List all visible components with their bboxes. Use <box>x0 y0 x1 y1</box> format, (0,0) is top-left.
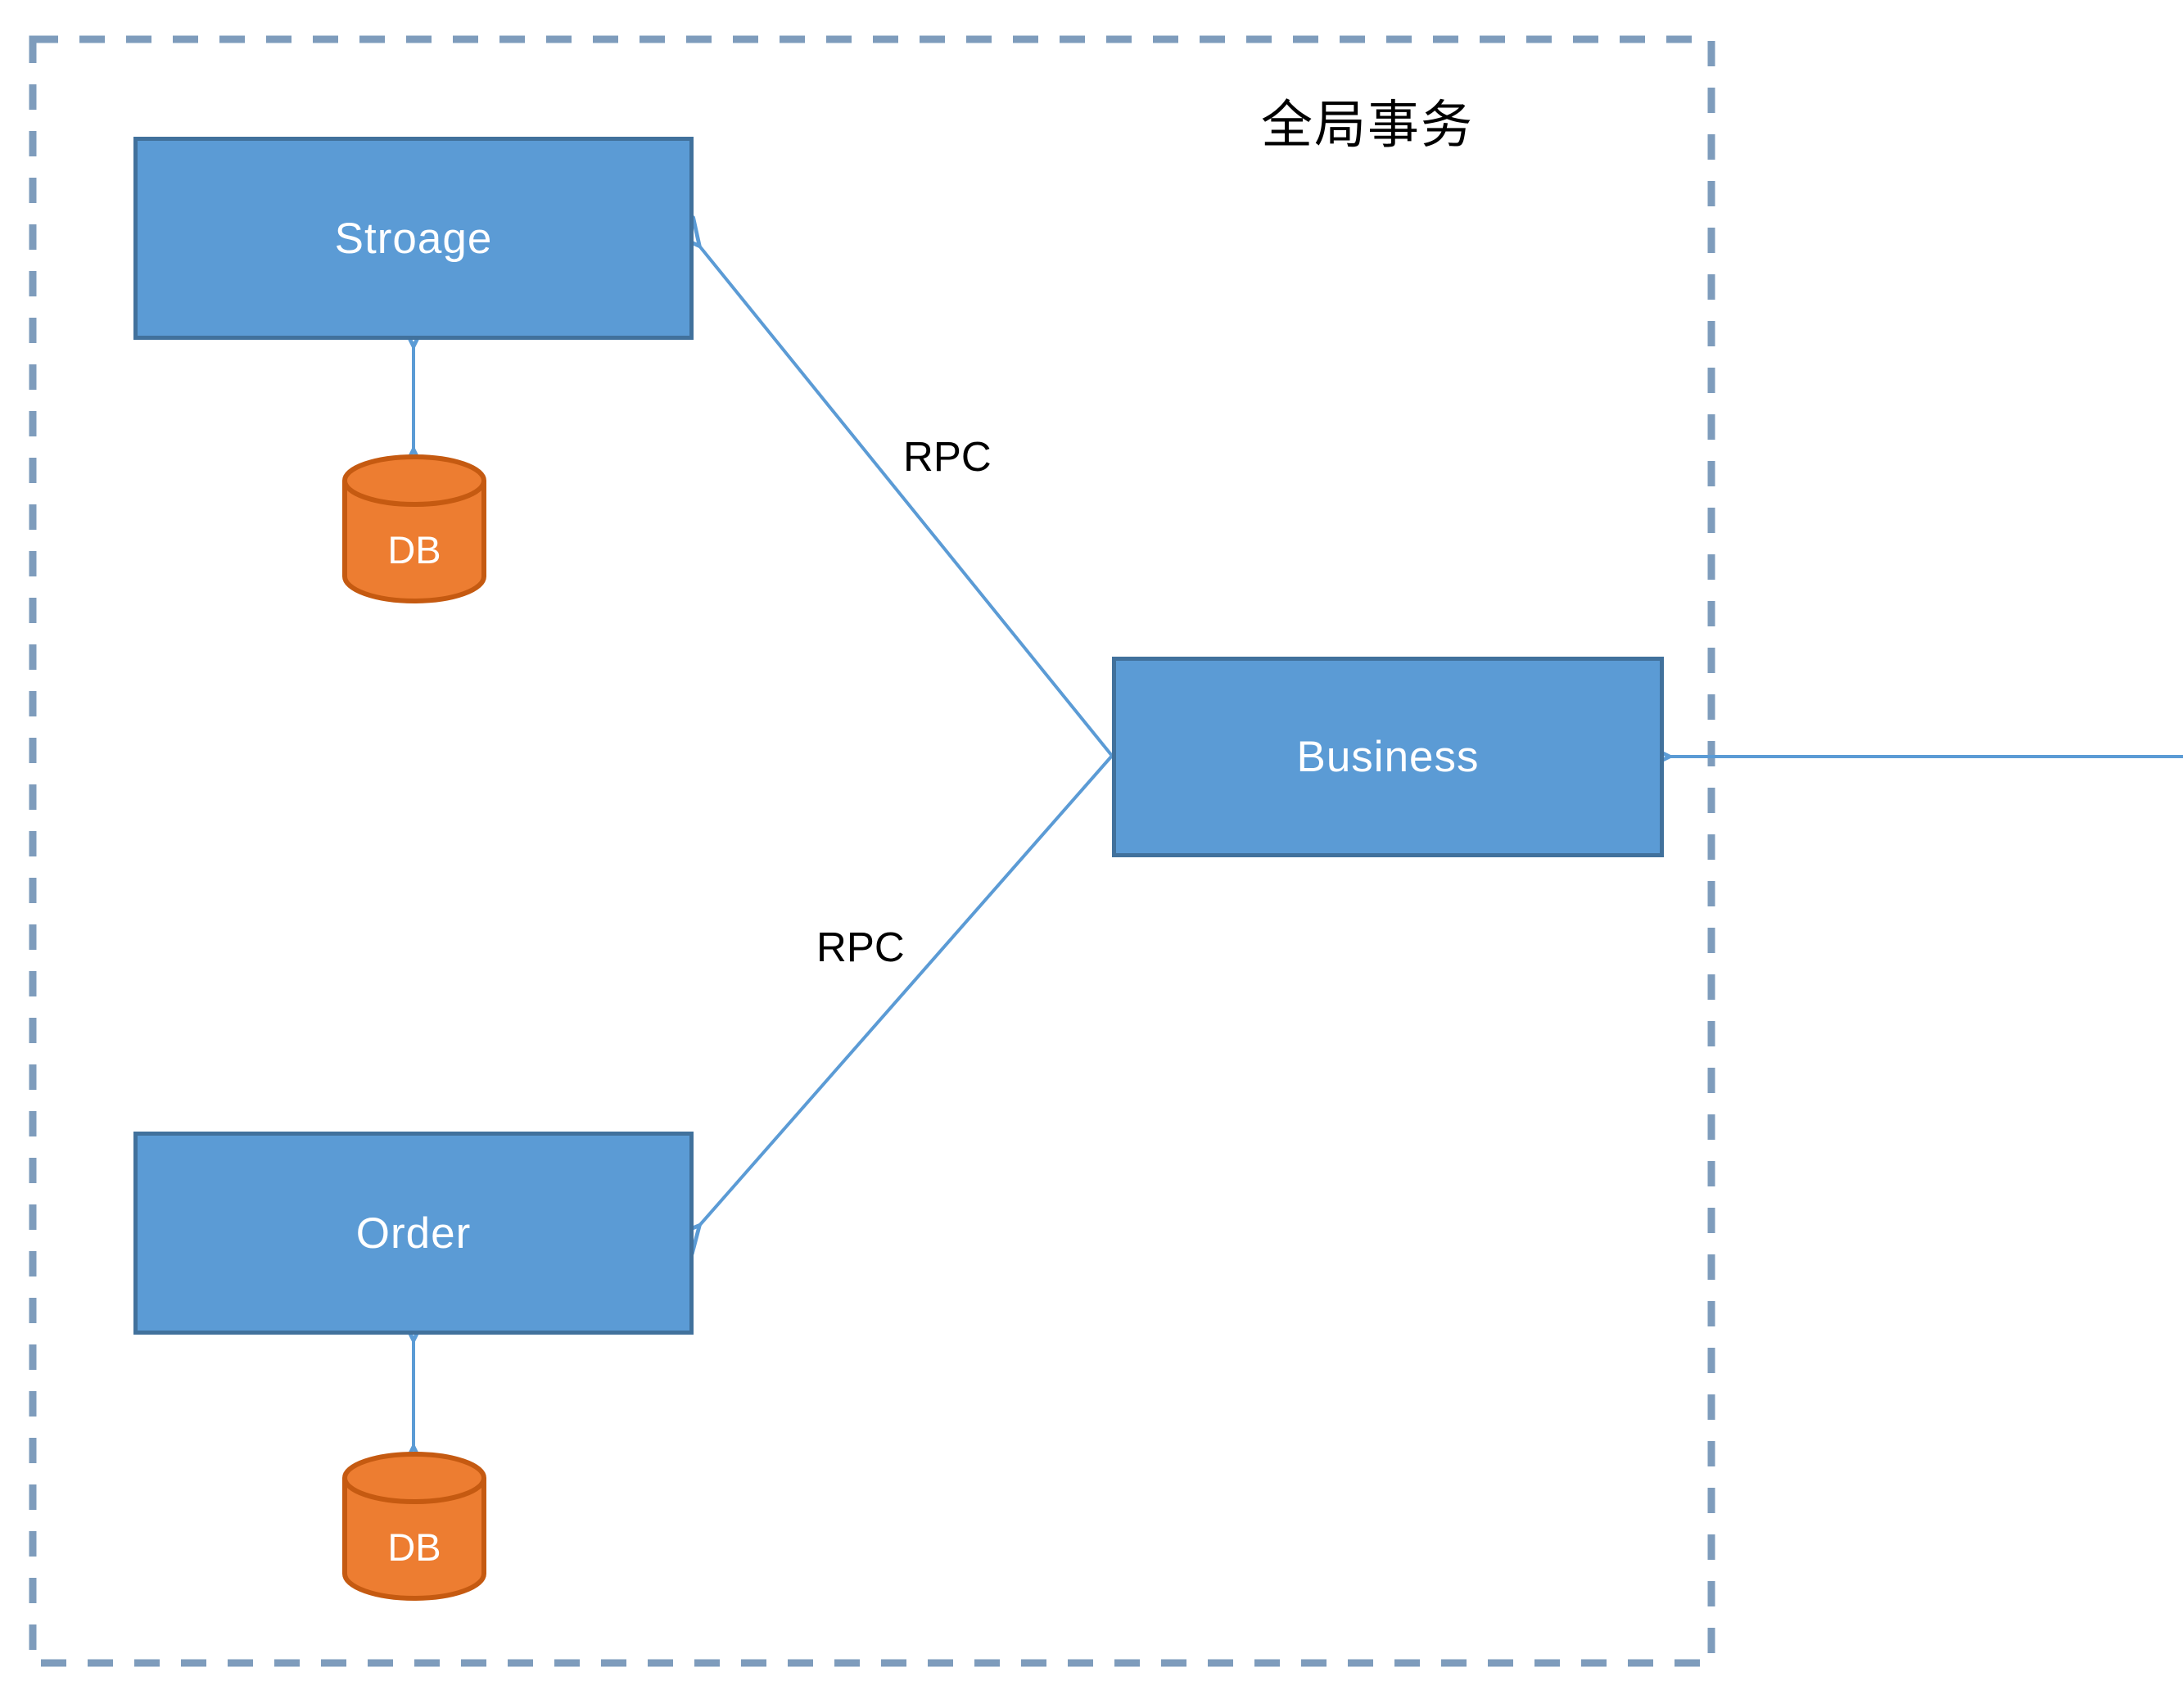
edge-rpc-business-to-storage <box>671 215 1114 757</box>
global-transaction-boundary <box>29 35 1715 1667</box>
node-order: Order <box>133 1132 694 1335</box>
edge-rpc-business-to-order <box>670 754 1114 1256</box>
node-business-label: Business <box>1296 733 1480 781</box>
node-storage-label: Stroage <box>334 214 493 263</box>
order-db-cylinder: DB <box>341 1451 487 1603</box>
edge-label-rpc-bottom: RPC <box>816 924 905 970</box>
database-cylinder-icon <box>342 1452 486 1601</box>
edge-label-rpc-top: RPC <box>903 433 992 480</box>
node-storage: Stroage <box>133 137 694 340</box>
node-business: Business <box>1112 657 1664 857</box>
order-db-label: DB <box>387 1525 441 1569</box>
node-order-label: Order <box>355 1209 472 1258</box>
storage-db-label: DB <box>387 527 441 572</box>
storage-db-cylinder: DB <box>341 454 487 606</box>
diagram-title: 全局事务 <box>1261 97 1474 154</box>
database-cylinder-icon <box>342 454 486 603</box>
